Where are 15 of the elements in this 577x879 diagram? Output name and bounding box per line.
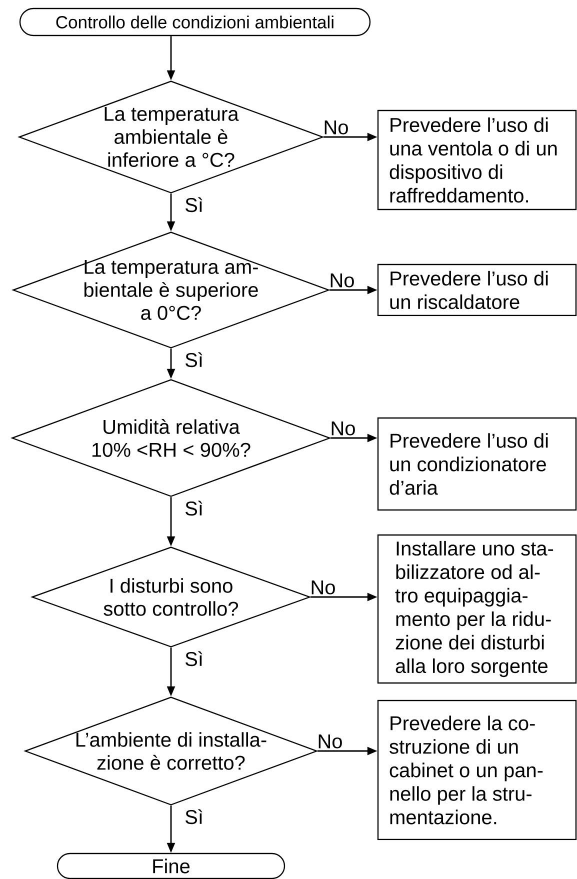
- process-box: Installare uno sta- bilizzatore od al- tro equipaggia- mento per la ridu- zione dei disturbi alla loro sorgente: [377, 534, 577, 684]
- edge-label: No: [322, 119, 350, 136]
- process-box: Prevedere l’uso di un riscaldatore: [377, 264, 577, 316]
- edge-label: No: [328, 272, 356, 288]
- process-box: Prevedere l’uso di una ventola o di un dispositivo di raffreddamento.: [377, 110, 577, 210]
- edge-label: Sì: [184, 500, 204, 517]
- edge-label: No: [309, 579, 337, 596]
- edge-label: No: [329, 420, 357, 436]
- process-box: Prevedere l’uso di un condizionatore d’aria: [377, 417, 577, 511]
- edge-label: Sì: [184, 351, 204, 368]
- edge-label: No: [316, 733, 344, 750]
- edge-label: Sì: [184, 650, 204, 668]
- edge-label: Sì: [184, 196, 204, 214]
- edge-label: Sì: [184, 808, 204, 826]
- process-box: Prevedere la co- struzione di un cabinet o un pan- nello per la stru- mentazione.: [377, 700, 577, 840]
